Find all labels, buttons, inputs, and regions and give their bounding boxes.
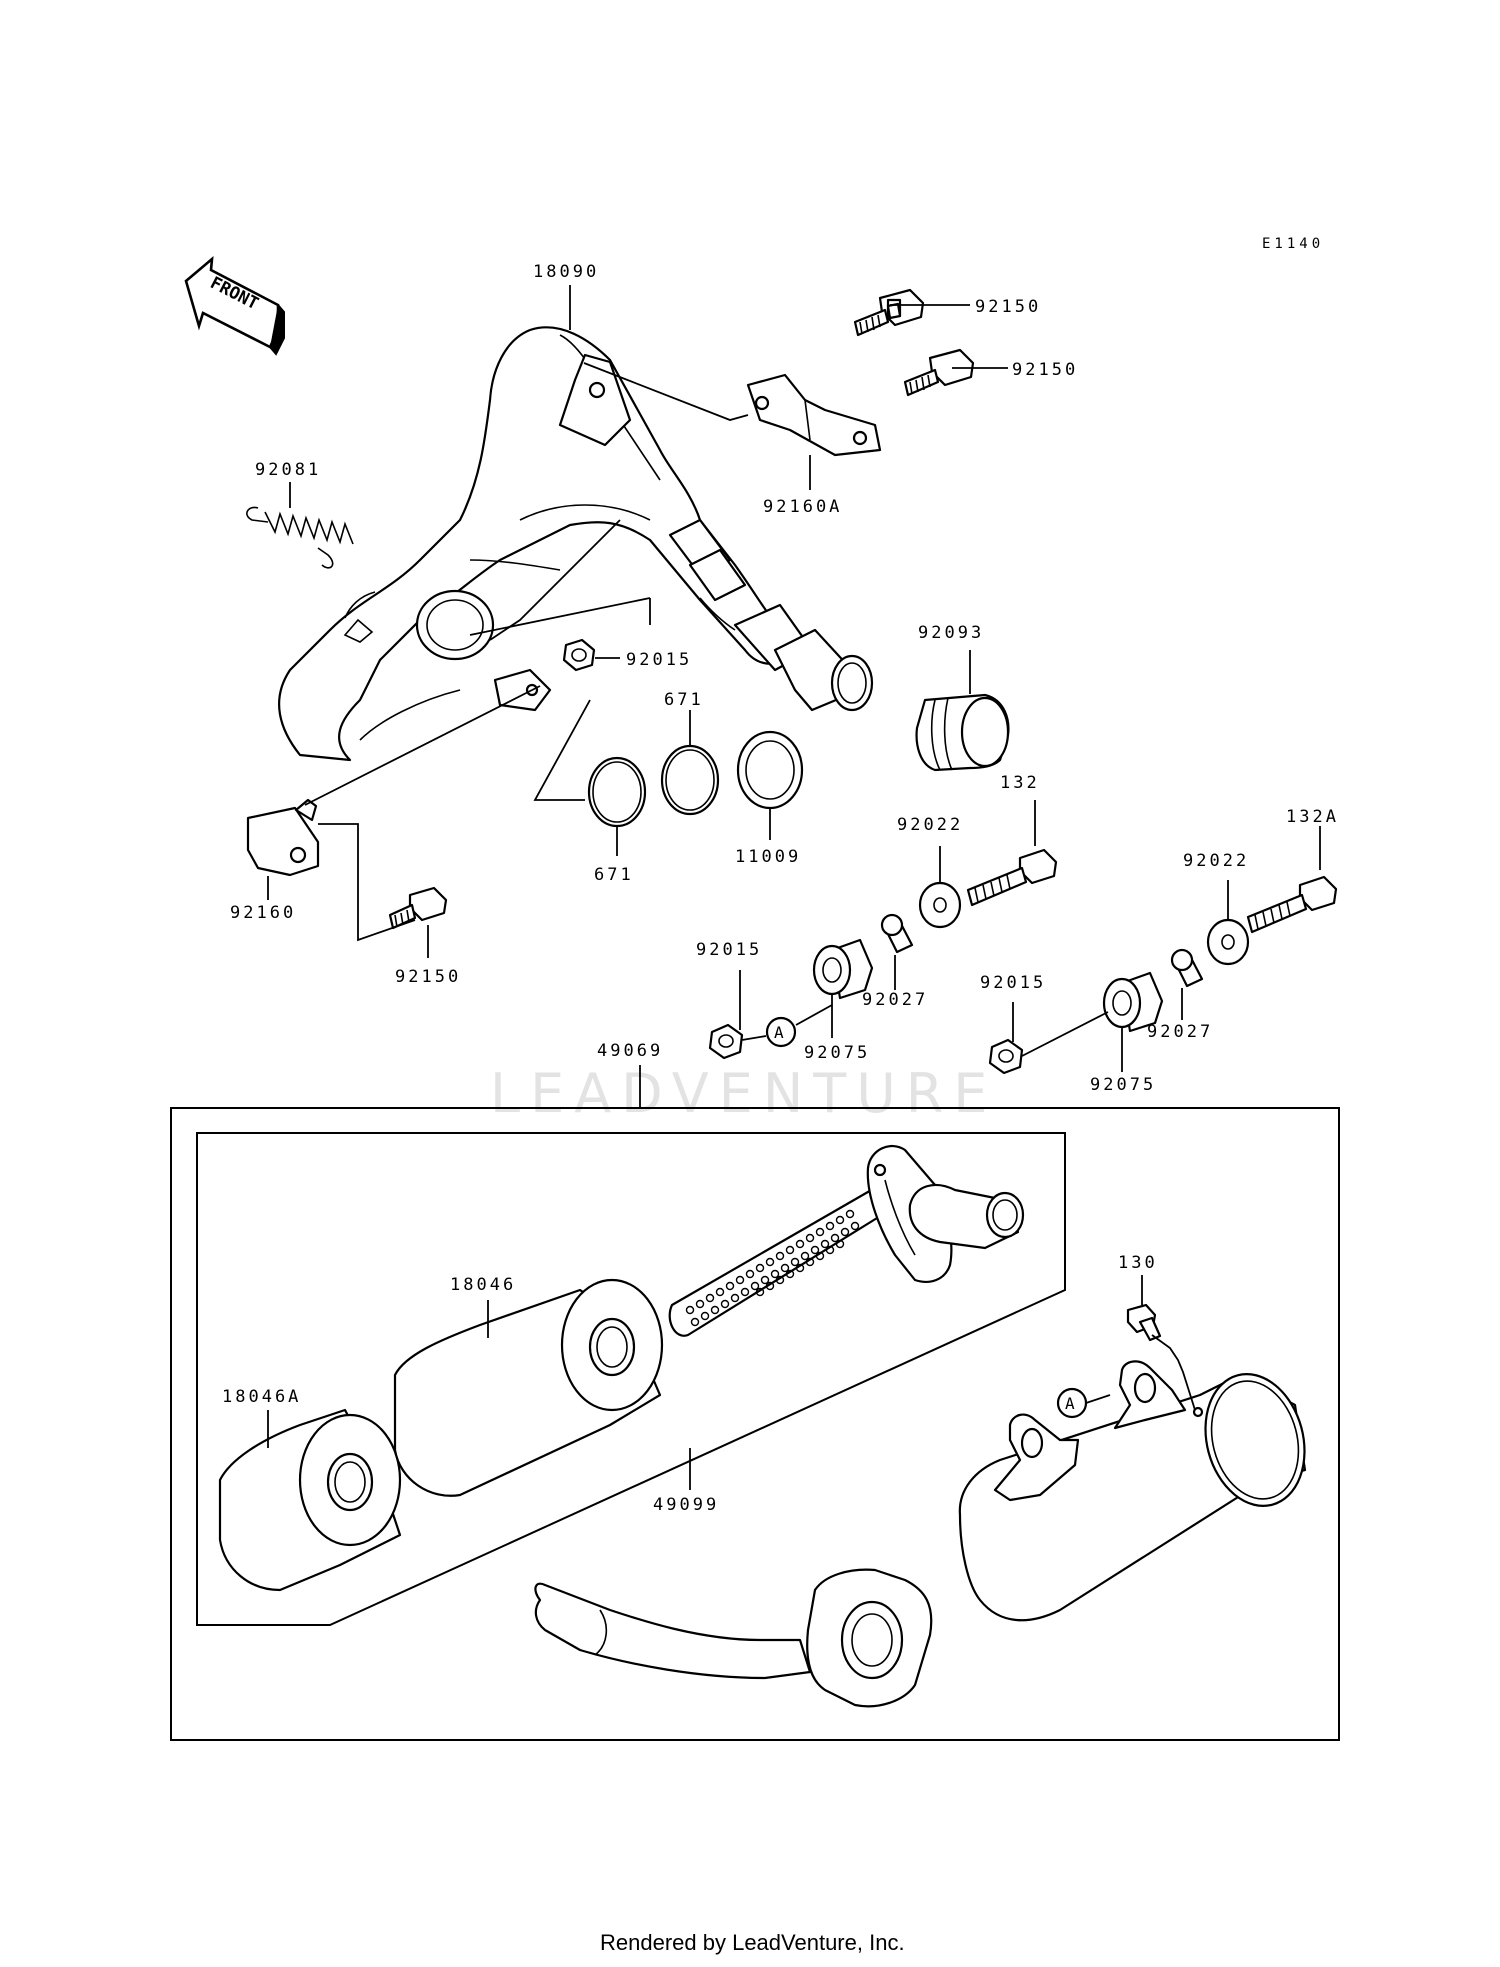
label-92022-left: 92022	[897, 815, 963, 835]
label-92075-right: 92075	[1090, 1075, 1156, 1095]
silencer-body	[958, 1360, 1307, 1622]
gasket-11009	[736, 730, 804, 810]
damper-92075-right	[1102, 971, 1164, 1033]
label-671-left: 671	[594, 865, 634, 885]
packing-18046	[393, 1278, 664, 1497]
label-92150-upper-1: 92150	[975, 297, 1041, 317]
diagram-code: E1140	[1262, 236, 1324, 252]
rubber-sleeve-92093	[915, 693, 1010, 772]
front-arrow-icon: FRONT	[184, 255, 285, 356]
packing-18046a	[218, 1408, 402, 1592]
label-18090: 18090	[533, 262, 599, 282]
label-92022-right: 92022	[1183, 851, 1249, 871]
label-130: 130	[1118, 1253, 1158, 1273]
marker-a-2: A	[1056, 1387, 1088, 1419]
label-49069: 49069	[597, 1041, 663, 1061]
part-labels: 18090 92150 92150 92160A 92081 92015 671…	[222, 262, 1339, 1515]
collar-92027-right	[1170, 948, 1204, 988]
bolt-132	[966, 848, 1058, 907]
expansion-chamber	[278, 326, 874, 762]
label-92015-right: 92015	[980, 973, 1046, 993]
label-132: 132	[1000, 773, 1040, 793]
bolt-130	[1126, 1303, 1162, 1342]
label-92027-right: 92027	[1147, 1022, 1213, 1042]
nut-92015-top	[562, 638, 596, 672]
label-92081: 92081	[255, 460, 321, 480]
bolt-92150-upper-1	[853, 288, 925, 337]
bolt-92150-upper-2	[903, 348, 975, 397]
label-92093: 92093	[918, 623, 984, 643]
washer-92022-right	[1206, 918, 1250, 966]
perforated-core-pipe	[668, 1183, 894, 1337]
nut-92015-right	[988, 1038, 1024, 1075]
o-ring-671-left	[587, 756, 647, 828]
label-132a: 132A	[1286, 807, 1339, 827]
silencer-header-pipe	[534, 1568, 933, 1708]
bracket-92160a	[746, 373, 882, 457]
washer-92022-left	[918, 881, 962, 929]
collar-92027-left	[880, 913, 914, 954]
o-ring-671-right	[660, 744, 720, 816]
label-49099: 49099	[653, 1495, 719, 1515]
silencer-end-cap	[866, 1144, 1025, 1283]
label-92160: 92160	[230, 903, 296, 923]
label-671-right: 671	[664, 690, 704, 710]
silencer-assembly-box	[170, 1107, 1340, 1741]
bracket-92160	[246, 798, 320, 877]
label-18046: 18046	[450, 1275, 516, 1295]
damper-92075-left	[812, 938, 874, 1000]
leader-lines	[267, 285, 1321, 1490]
label-92150-upper-2: 92150	[1012, 360, 1078, 380]
footer-credit: Rendered by LeadVenture, Inc.	[600, 1930, 905, 1955]
nut-92015-middle	[708, 1023, 744, 1060]
label-92027-left: 92027	[862, 990, 928, 1010]
label-92160a: 92160A	[763, 497, 842, 517]
label-11009: 11009	[735, 847, 801, 867]
marker-a-1-label: A	[774, 1023, 784, 1042]
label-92075-left: 92075	[804, 1043, 870, 1063]
label-92015-middle: 92015	[696, 940, 762, 960]
marker-a-1: A	[765, 1016, 797, 1048]
bolt-132a	[1246, 875, 1338, 934]
watermark-text: LEADVENTURE	[490, 1062, 997, 1125]
label-92150-lower: 92150	[395, 967, 461, 987]
label-18046a: 18046A	[222, 1387, 301, 1407]
spring-92081	[246, 506, 354, 569]
bolt-92150-lower	[388, 886, 448, 930]
label-92015-top: 92015	[626, 650, 692, 670]
marker-a-2-label: A	[1065, 1394, 1075, 1413]
